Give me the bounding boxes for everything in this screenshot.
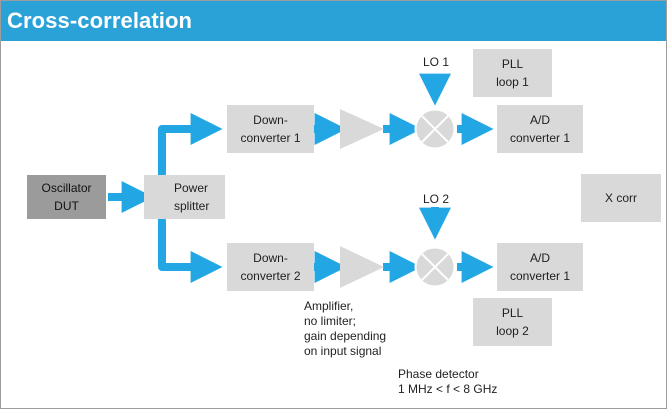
amplifier-note-line-1: Amplifier, <box>304 299 354 313</box>
pll-loop-2-block: PLL loop 2 <box>473 298 552 346</box>
lower-mixer-icon <box>414 246 456 288</box>
phase-detector-note: Phase detector 1 MHz < f < 8 GHz <box>398 367 538 397</box>
amplifier-note: Amplifier, no limiter; gain depending on… <box>304 299 414 359</box>
lower-amplifier-icon <box>340 246 384 288</box>
phase-detector-line-2: 1 MHz < f < 8 GHz <box>398 382 498 396</box>
x-corr-label: X corr <box>604 191 637 205</box>
diagram-title: Cross-correlation <box>7 8 193 33</box>
amplifier-note-line-4: on input signal <box>304 344 382 358</box>
pll-loop-1-line-1: PLL <box>501 57 524 71</box>
oscillator-dut-block: Oscillator DUT <box>27 175 106 219</box>
amplifier-note-line-2: no limiter; <box>304 314 357 328</box>
oscillator-line-2: DUT <box>54 199 79 213</box>
pll-loop-2-line-1: PLL <box>501 306 524 320</box>
downconverter-2-line-2: converter 2 <box>240 269 301 283</box>
pll-loop-1-block: PLL loop 1 <box>473 49 552 97</box>
ad-converter-lower-line-1: A/D <box>529 251 550 265</box>
ad-converter-upper-block: A/D converter 1 <box>497 105 583 153</box>
downconverter-2-line-1: Down- <box>253 251 288 265</box>
power-splitter-block: Power splitter <box>144 175 225 219</box>
power-splitter-line-2: splitter <box>174 199 210 213</box>
ad-converter-lower-block: A/D converter 1 <box>497 243 583 291</box>
lo2-label: LO 2 <box>422 192 449 206</box>
x-corr-block: X corr <box>581 174 661 222</box>
lo1-label: LO 1 <box>422 55 449 69</box>
pll-loop-2-line-2: loop 2 <box>496 324 529 338</box>
upper-mixer-icon <box>414 108 456 150</box>
pll-loop-1-line-2: loop 1 <box>496 75 529 89</box>
amplifier-note-line-3: gain depending <box>304 329 387 343</box>
power-splitter-line-1: Power <box>174 181 209 195</box>
downconverter-1-line-1: Down- <box>253 113 288 127</box>
phase-detector-line-1: Phase detector <box>398 367 479 381</box>
ad-converter-lower-line-2: converter 1 <box>509 269 571 283</box>
ad-converter-upper-line-2: converter 1 <box>509 131 571 145</box>
oscillator-line-1: Oscillator <box>41 181 92 195</box>
diagram-header: Cross-correlation <box>1 1 666 41</box>
ad-converter-upper-line-1: A/D <box>529 113 550 127</box>
downconverter-2-block: Down- converter 2 <box>227 243 314 291</box>
upper-amplifier-icon <box>340 109 384 149</box>
downconverter-1-block: Down- converter 1 <box>227 105 314 153</box>
downconverter-1-line-2: converter 1 <box>240 131 301 145</box>
